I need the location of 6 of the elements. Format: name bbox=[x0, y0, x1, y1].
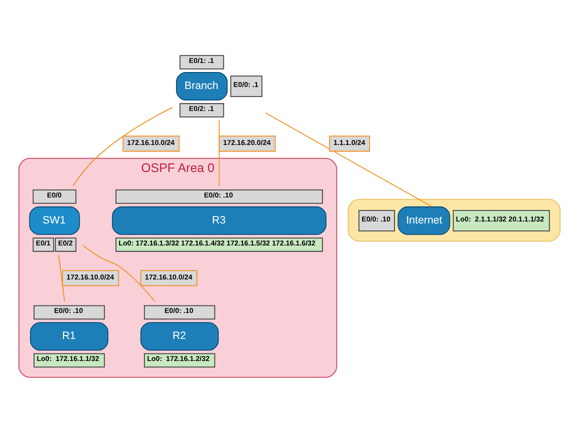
connector bbox=[72, 106, 174, 186]
connector bbox=[265, 112, 432, 206]
connector bbox=[218, 119, 220, 186]
connector bbox=[58, 254, 65, 302]
connector bbox=[82, 244, 156, 302]
cluster bbox=[348, 198, 561, 242]
